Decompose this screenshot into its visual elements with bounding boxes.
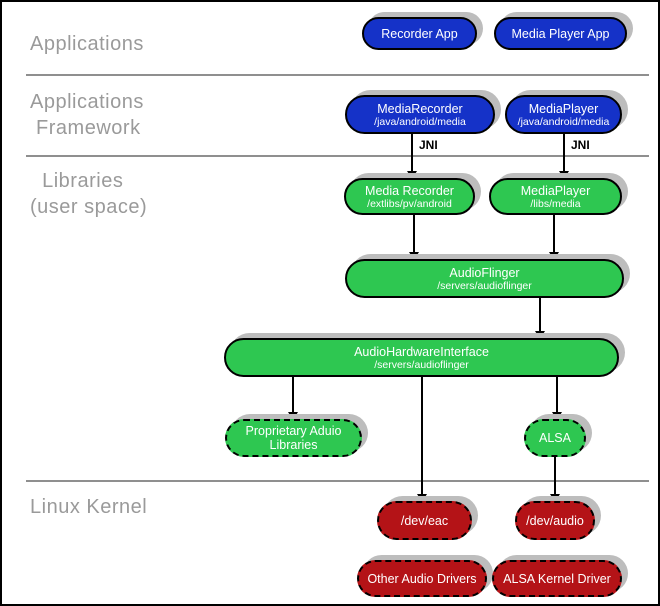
node-subtitle: /java/android/media xyxy=(374,115,466,128)
node-mediaplayer-framework: MediaPlayer /java/android/media xyxy=(505,95,622,134)
node-subtitle: /servers/audioflinger xyxy=(374,358,469,371)
node-subtitle: /extlibs/pv/android xyxy=(367,197,452,210)
edge-ahi-to-proprietary xyxy=(292,375,294,412)
layer-label-framework-line2: Framework xyxy=(30,117,141,139)
node-title: Other Audio Drivers xyxy=(367,571,477,586)
node-title: MediaPlayer xyxy=(528,101,599,116)
node-title: Proprietary Aduio xyxy=(245,424,342,438)
node-title: Recorder App xyxy=(381,26,458,41)
node-recorder-app: Recorder App xyxy=(362,17,477,50)
arrowhead-icon xyxy=(288,412,298,420)
edge-ahi-to-dev-eac xyxy=(421,375,423,494)
edge-mediarecorder-to-audioflinger xyxy=(413,214,415,252)
layer-label-applications-framework: Applications Framework xyxy=(30,89,144,141)
node-audioflinger: AudioFlinger /servers/audioflinger xyxy=(345,259,624,298)
node-subtitle: /libs/media xyxy=(530,197,581,210)
layer-divider-3 xyxy=(26,480,649,482)
arrowhead-icon xyxy=(552,412,562,420)
node-subtitle: /java/android/media xyxy=(517,115,610,128)
node-title: AudioFlinger xyxy=(449,265,520,280)
layer-label-linux-kernel: Linux Kernel xyxy=(30,496,148,518)
layer-divider-1 xyxy=(26,74,649,76)
edge-audioflinger-to-ahi xyxy=(539,297,541,331)
node-mediaplayer-lib: MediaPlayer /libs/media xyxy=(489,178,622,215)
layer-divider-2 xyxy=(26,155,649,157)
node-title: Media Recorder xyxy=(365,183,454,198)
arrowhead-icon xyxy=(549,252,559,260)
node-alsa-kernel-driver: ALSA Kernel Driver xyxy=(492,560,622,597)
node-media-recorder-lib: Media Recorder /extlibs/pv/android xyxy=(344,178,475,215)
edge-ahi-to-alsa xyxy=(556,375,558,412)
node-title-line2: Libraries xyxy=(269,438,318,452)
arrowhead-icon xyxy=(409,252,419,260)
layer-label-libraries: Libraries (user space) xyxy=(30,168,147,220)
node-title: /dev/audio xyxy=(526,513,584,528)
layer-label-libraries-line2: (user space) xyxy=(30,196,148,218)
arrowhead-icon xyxy=(417,494,427,502)
node-title: MediaRecorder xyxy=(377,101,463,116)
edge-mediaplayer-jni xyxy=(563,133,565,171)
node-title: ALSA xyxy=(539,431,571,445)
node-proprietary-audio-libraries: Proprietary Aduio Libraries xyxy=(225,419,362,457)
node-audiohardwareinterface: AudioHardwareInterface /servers/audiofli… xyxy=(224,338,619,377)
arrowhead-icon xyxy=(407,171,417,179)
layer-label-framework-line1: Applications xyxy=(30,91,144,113)
node-title: AudioHardwareInterface xyxy=(354,344,489,359)
node-title: /dev/eac xyxy=(400,513,449,528)
edge-mediarecorder-jni xyxy=(411,133,413,171)
jni-label-left: JNI xyxy=(419,138,438,152)
arrowhead-icon xyxy=(535,331,545,339)
node-title: ALSA Kernel Driver xyxy=(503,571,611,586)
node-media-player-app: Media Player App xyxy=(494,17,627,50)
layer-label-applications: Applications xyxy=(30,33,144,55)
node-dev-audio: /dev/audio xyxy=(515,501,595,540)
layer-label-libraries-line1: Libraries xyxy=(30,170,124,192)
node-alsa: ALSA xyxy=(524,419,586,457)
jni-label-right: JNI xyxy=(571,138,590,152)
node-title: Media Player App xyxy=(511,26,610,41)
node-title: MediaPlayer xyxy=(520,183,591,198)
node-other-audio-drivers: Other Audio Drivers xyxy=(357,560,487,597)
edge-alsa-to-dev-audio xyxy=(554,456,556,494)
arrowhead-icon xyxy=(559,171,569,179)
edge-mediaplayer-to-audioflinger xyxy=(553,214,555,252)
node-mediarecorder-framework: MediaRecorder /java/android/media xyxy=(345,95,495,134)
arrowhead-icon xyxy=(550,494,560,502)
node-dev-eac: /dev/eac xyxy=(377,501,472,540)
node-subtitle: /servers/audioflinger xyxy=(437,279,532,292)
